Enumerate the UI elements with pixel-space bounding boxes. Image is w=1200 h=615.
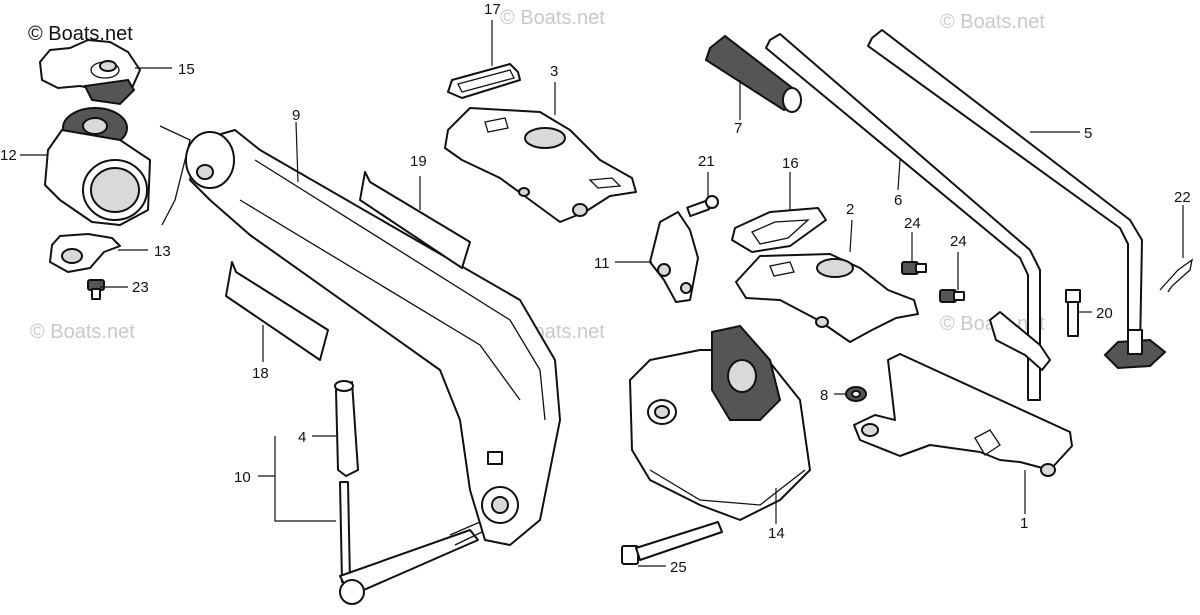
callout-6: 6 — [894, 192, 902, 209]
callout-20: 20 — [1096, 305, 1113, 322]
part-23-screw — [87, 279, 105, 300]
part-16-gasket — [731, 207, 827, 253]
callout-12: 12 — [0, 147, 17, 164]
leader-lines — [20, 20, 1184, 567]
callout-3: 3 — [550, 63, 558, 80]
callout-23: 23 — [132, 279, 149, 296]
watermark: © Boats.net — [30, 321, 135, 343]
part-5-rod — [867, 29, 1167, 370]
part-6-rod — [765, 33, 1051, 401]
callout-1: 1 — [1020, 515, 1028, 532]
part-18-decal — [225, 261, 329, 361]
part-17-gasket — [447, 63, 521, 99]
callout-21: 21 — [698, 153, 715, 170]
callout-4: 4 — [298, 429, 306, 446]
part-7-grip — [704, 34, 802, 113]
copyright-brand: © Boats.net — [28, 23, 133, 45]
part-20-bolt — [1065, 289, 1081, 337]
callout-9: 9 — [292, 107, 300, 124]
callouts: 15 12 13 23 9 19 18 17 3 7 5 6 22 20 21 … — [0, 1, 1191, 576]
part-24-bolt-b — [939, 289, 965, 303]
part-4-knob — [334, 380, 359, 477]
callout-10: 10 — [234, 469, 251, 486]
part-19-decal — [359, 171, 471, 269]
callout-25: 25 — [670, 559, 687, 576]
callout-15: 15 — [178, 61, 195, 78]
part-1-bracket — [853, 353, 1073, 477]
part-10-crank — [339, 481, 483, 605]
part-13-clip — [49, 233, 121, 273]
part-9-handle-arm — [185, 129, 561, 546]
callout-16: 16 — [782, 155, 799, 172]
watermark: © Boats.net — [940, 11, 1045, 33]
callout-8: 8 — [820, 387, 828, 404]
callout-24a: 24 — [904, 215, 921, 232]
callout-13: 13 — [154, 243, 171, 260]
part-12-sleeve — [44, 107, 191, 226]
part-25-bolt — [621, 521, 723, 565]
callout-7: 7 — [734, 120, 742, 137]
part-14-gear-housing — [629, 324, 811, 521]
part-3-bracket — [444, 107, 637, 223]
callout-14: 14 — [768, 525, 785, 542]
callout-5: 5 — [1084, 125, 1092, 142]
callout-24b: 24 — [950, 233, 967, 250]
part-24-bolt-a — [901, 261, 927, 275]
watermark: © Boats.net — [500, 7, 605, 29]
callout-19: 19 — [410, 153, 427, 170]
callout-17: 17 — [484, 1, 501, 18]
callout-18: 18 — [252, 365, 269, 382]
part-2-bracket — [735, 253, 919, 343]
part-8-washer — [845, 386, 867, 402]
part-11-plate — [649, 211, 699, 303]
part-21-bolt — [686, 195, 719, 218]
callout-11: 11 — [594, 255, 610, 272]
part-15-gear-case — [39, 39, 141, 106]
callout-2: 2 — [846, 201, 854, 218]
callout-22: 22 — [1174, 189, 1191, 206]
part-22-pin — [1159, 258, 1193, 293]
